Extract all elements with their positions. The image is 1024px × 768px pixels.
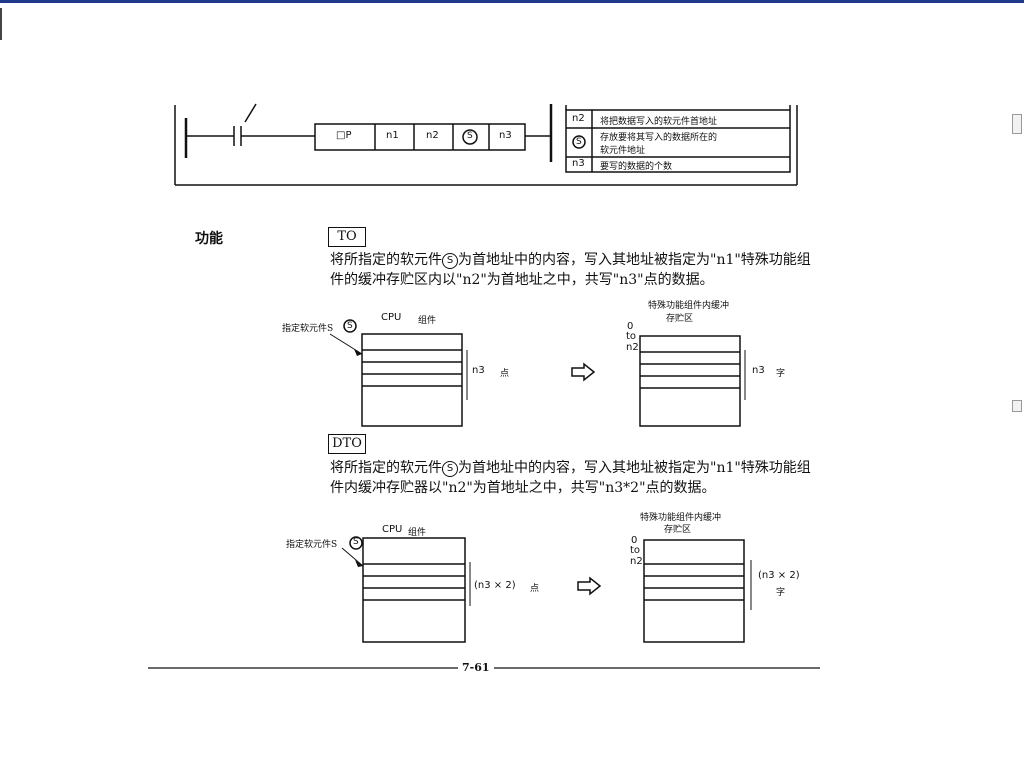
to-text-pre: 将所指定的软元件 bbox=[330, 252, 442, 268]
table-desc-n2: 将把数据写入的软元件首地址 bbox=[600, 117, 718, 127]
to-addr-0: 0 bbox=[627, 321, 634, 332]
scrollbar-handle-bottom[interactable] bbox=[1012, 400, 1022, 412]
dto-left-count: (n3 × 2) bbox=[474, 580, 516, 591]
dto-text-post: 为首地址中的内容，写入其地址被指定为"n1"特殊功能组 bbox=[458, 460, 811, 476]
page-number: 7-61 bbox=[462, 661, 490, 674]
instruction-label: □P bbox=[336, 130, 352, 141]
to-right-count: n3 bbox=[752, 365, 765, 376]
operand-s: S bbox=[467, 131, 473, 141]
operand-n2: n2 bbox=[426, 130, 439, 141]
footer-rule bbox=[148, 667, 820, 669]
to-right-title-2: 存贮区 bbox=[666, 314, 694, 324]
to-left-count: n3 bbox=[472, 365, 485, 376]
to-addr-to: to bbox=[626, 331, 637, 342]
dto-circle-s: S bbox=[442, 461, 458, 477]
operand-n3: n3 bbox=[499, 130, 512, 141]
table-desc-s-2: 软元件地址 bbox=[600, 146, 646, 156]
table-key-n2: n2 bbox=[572, 113, 585, 124]
left-edge-mark bbox=[0, 8, 2, 40]
to-cpu-label: CPU bbox=[381, 312, 402, 323]
dto-right-count: (n3 × 2) bbox=[758, 570, 800, 581]
to-circle-s: S bbox=[442, 253, 458, 269]
to-diagram bbox=[329, 319, 746, 427]
dto-diagram bbox=[341, 536, 752, 643]
dto-description-line2: 件内缓冲存贮器以"n2"为首地址之中，共写"n3*2"点的数据。 bbox=[330, 480, 716, 496]
table-key-n3: n3 bbox=[572, 158, 585, 169]
to-tag: TO bbox=[328, 227, 366, 247]
to-device-circle: S bbox=[347, 321, 353, 331]
ladder-diagram bbox=[174, 103, 798, 186]
dto-device-label: 指定软元件S bbox=[286, 540, 338, 550]
to-addr-n2: n2 bbox=[626, 342, 639, 353]
section-label-function: 功能 bbox=[195, 231, 223, 247]
to-cpu-sub: 组件 bbox=[418, 316, 437, 326]
dto-addr-0: 0 bbox=[631, 535, 638, 546]
top-accent-bar bbox=[0, 0, 1024, 3]
table-key-s: S bbox=[576, 137, 582, 147]
to-left-unit: 点 bbox=[500, 369, 510, 379]
dto-left-unit: 点 bbox=[530, 584, 540, 594]
dto-addr-to: to bbox=[630, 545, 641, 556]
to-device-label: 指定软元件S bbox=[282, 324, 334, 334]
dto-device-circle: S bbox=[353, 537, 359, 547]
to-description-line2: 件的缓冲存贮区内以"n2"为首地址之中，共写"n3"点的数据。 bbox=[330, 272, 714, 288]
dto-text-pre: 将所指定的软元件 bbox=[330, 460, 442, 476]
to-right-title-1: 特殊功能组件内缓冲 bbox=[648, 301, 730, 311]
table-desc-n3: 要写的数据的个数 bbox=[600, 162, 673, 172]
dto-right-title-2: 存贮区 bbox=[664, 525, 692, 535]
to-right-unit: 字 bbox=[776, 369, 786, 379]
dto-cpu-label: CPU bbox=[382, 524, 403, 535]
dto-right-unit: 字 bbox=[776, 588, 786, 598]
dto-tag: DTO bbox=[328, 434, 366, 454]
scrollbar-handle-top[interactable] bbox=[1012, 114, 1022, 134]
dto-right-title-1: 特殊功能组件内缓冲 bbox=[640, 513, 722, 523]
table-desc-s-1: 存放要将其写入的数据所在的 bbox=[600, 133, 718, 143]
to-text-post: 为首地址中的内容，写入其地址被指定为"n1"特殊功能组 bbox=[458, 252, 811, 268]
operand-n1: n1 bbox=[386, 130, 399, 141]
dto-cpu-sub: 组件 bbox=[408, 528, 427, 538]
dto-addr-n2: n2 bbox=[630, 556, 643, 567]
